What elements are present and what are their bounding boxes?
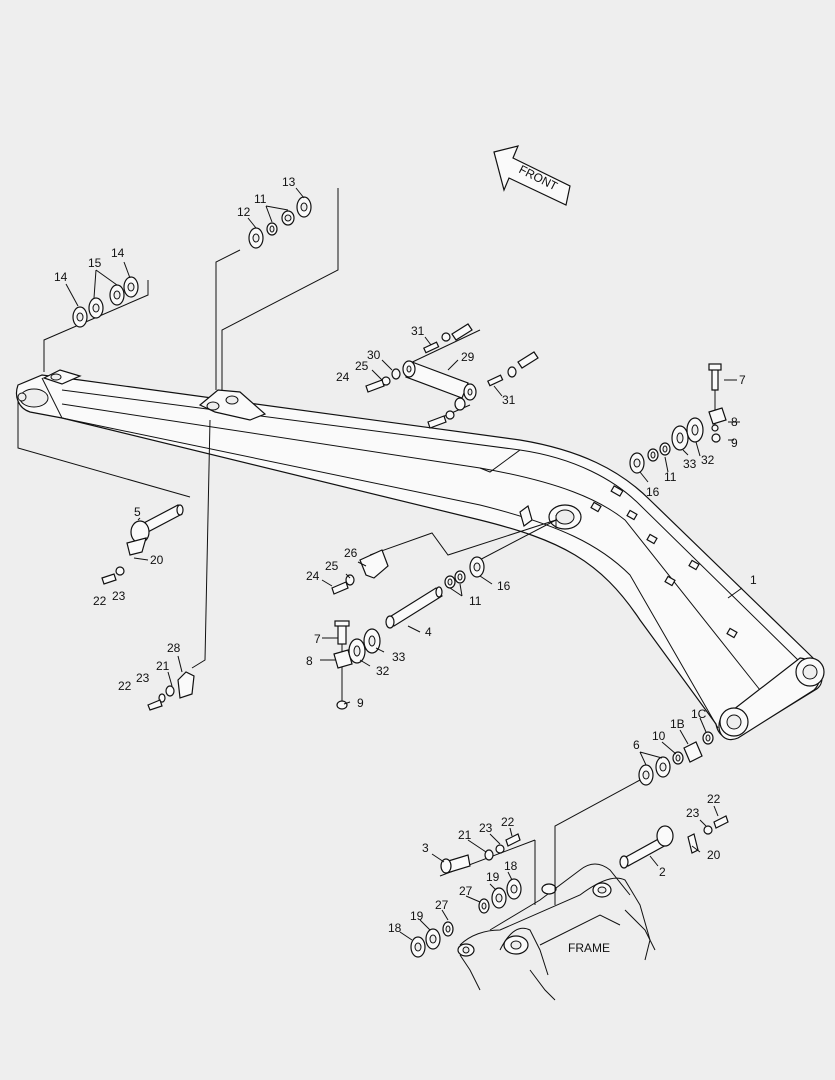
callout: 14 — [54, 270, 68, 284]
callout: 11 — [664, 470, 677, 484]
callout: 15 — [88, 256, 102, 270]
callout: 26 — [344, 546, 358, 560]
callout: 3 — [422, 841, 429, 855]
callout: 25 — [325, 559, 339, 573]
callout: 20 — [707, 848, 721, 862]
callout: 7 — [739, 373, 746, 387]
callout: 7 — [314, 632, 321, 646]
callout: 21 — [458, 828, 472, 842]
callout: 6 — [633, 738, 640, 752]
callout: 27 — [459, 884, 473, 898]
callout: 21 — [156, 659, 170, 673]
callout: 1 — [750, 573, 757, 587]
callout: 24 — [336, 370, 350, 384]
callout: 23 — [686, 806, 700, 820]
callout: 23 — [136, 671, 150, 685]
callout: 30 — [367, 348, 381, 362]
callout: 9 — [357, 696, 364, 710]
callout: 16 — [497, 579, 511, 593]
callout: 18 — [388, 921, 402, 935]
callout: 28 — [167, 641, 181, 655]
boom-arm — [15, 369, 825, 741]
callouts: 13 12 11 14 15 14 31 30 29 25 24 31 7 8 … — [54, 175, 757, 935]
callout: 16 — [646, 485, 660, 499]
callout: 8 — [306, 654, 313, 668]
callout: 31 — [411, 324, 425, 338]
frame: FRAME — [457, 863, 656, 1001]
callout: 11 — [254, 192, 267, 206]
front-arrow: FRONT — [493, 145, 571, 206]
callout: 22 — [707, 792, 721, 806]
callout: 24 — [306, 569, 320, 583]
callout: 33 — [683, 457, 697, 471]
hardware — [72, 196, 729, 958]
callout-leaders — [65, 187, 743, 941]
callout: 13 — [282, 175, 296, 189]
callout: 23 — [479, 821, 493, 835]
callout: 19 — [410, 909, 424, 923]
callout: 1B — [670, 717, 685, 731]
callout: 22 — [93, 594, 107, 608]
callout: 5 — [134, 505, 141, 519]
callout: 14 — [111, 246, 125, 260]
callout: 10 — [652, 729, 666, 743]
callout: 19 — [486, 870, 500, 884]
callout: 1C — [691, 707, 707, 721]
callout: 18 — [504, 859, 518, 873]
callout: 29 — [461, 350, 475, 364]
callout: 22 — [501, 815, 515, 829]
callout: 32 — [701, 453, 715, 467]
callout: 31 — [502, 393, 516, 407]
callout: 22 — [118, 679, 132, 693]
callout: 9 — [731, 436, 738, 450]
callout: 4 — [425, 625, 432, 639]
callout: 32 — [376, 664, 390, 678]
callout: 20 — [150, 553, 164, 567]
callout: 23 — [112, 589, 126, 603]
callout: 12 — [237, 205, 251, 219]
callout: 25 — [355, 359, 369, 373]
callout: 2 — [659, 865, 666, 879]
frame-label: FRAME — [568, 941, 610, 955]
callout: 8 — [731, 415, 738, 429]
callout: 11 — [469, 594, 482, 608]
callout: 27 — [435, 898, 449, 912]
callout: 33 — [392, 650, 406, 664]
